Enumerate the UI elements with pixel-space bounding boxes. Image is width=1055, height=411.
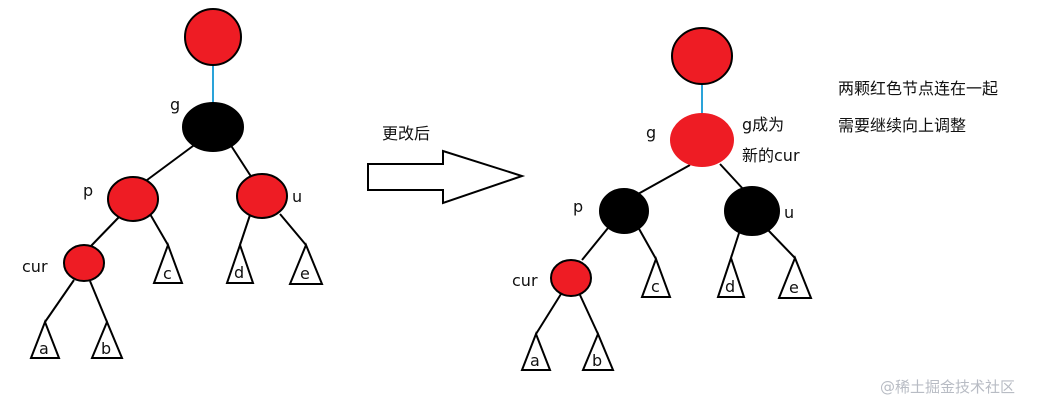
right-edge-g-p <box>637 164 691 195</box>
right-cur-node-red <box>550 259 592 297</box>
right-edge-cur-a <box>535 293 562 335</box>
left-cur-node-red <box>63 244 105 282</box>
left-label-u: u <box>292 187 302 206</box>
transform-arrow: 更改后 <box>367 124 526 205</box>
right-g-node-red <box>670 113 734 167</box>
left-label-d: d <box>234 263 244 282</box>
left-label-e: e <box>300 264 310 283</box>
right-label-cur: cur <box>512 271 538 290</box>
left-subtree-e-triangle <box>288 242 324 285</box>
right-label-g: g <box>646 123 656 142</box>
right-label-b: b <box>592 351 602 370</box>
left-edge-u-e <box>279 213 307 246</box>
note-line1: 两颗红色节点连在一起 <box>838 79 998 98</box>
left-label-g: g <box>170 95 180 114</box>
right-label-c: c <box>651 277 660 296</box>
right-u-node-black <box>724 186 780 236</box>
left-label-b: b <box>101 339 111 358</box>
left-root-node-red <box>184 8 242 66</box>
arrow-label: 更改后 <box>382 124 430 143</box>
left-g-node-black <box>182 102 244 152</box>
right-edge-cur-b <box>579 294 599 335</box>
right-root-node-red <box>671 27 733 85</box>
right-g-note-line1: g成为 <box>742 115 784 134</box>
right-p-node-black <box>599 188 649 234</box>
right-label-u: u <box>784 203 794 222</box>
right-subtree-a-triangle <box>520 331 552 371</box>
left-label-p: p <box>83 181 93 200</box>
left-edge-cur-b <box>89 280 108 323</box>
left-edge-cur-a <box>44 279 75 323</box>
left-edge-p-c <box>149 213 169 246</box>
right-label-a: a <box>530 351 540 370</box>
right-edge-p-cur <box>581 227 609 261</box>
left-label-a: a <box>39 339 49 358</box>
right-subtree-b-triangle <box>581 331 615 371</box>
right-label-d: d <box>725 277 735 296</box>
left-label-cur: cur <box>22 257 48 276</box>
left-subtree-c-triangle <box>152 242 184 284</box>
note-line2: 需要继续向上调整 <box>838 116 966 135</box>
right-label-p: p <box>573 197 583 216</box>
right-subtree-d-triangle <box>716 254 746 298</box>
right-edge-u-e <box>767 229 796 259</box>
left-tree: g p u cur c d e a b <box>22 8 324 359</box>
watermark: @稀土掘金技术社区 <box>880 378 1015 396</box>
left-edge-g-p <box>142 142 198 184</box>
left-p-node-red <box>107 176 159 222</box>
right-label-e: e <box>789 278 799 297</box>
right-edge-p-c <box>637 226 657 260</box>
left-edge-p-cur <box>89 215 121 248</box>
arrow-shape <box>367 149 526 205</box>
right-subtree-c-triangle <box>640 256 672 298</box>
right-edge-u-d <box>730 229 741 259</box>
left-subtree-a-triangle <box>29 319 61 359</box>
left-edge-g-u <box>229 143 253 179</box>
right-edge-g-u <box>719 163 745 191</box>
left-subtree-b-triangle <box>90 319 124 359</box>
right-g-note-line2: 新的cur <box>742 146 800 165</box>
left-subtree-d-triangle <box>225 241 255 284</box>
left-u-node-red <box>236 173 288 219</box>
left-edge-u-d <box>239 214 251 246</box>
left-label-c: c <box>163 264 172 283</box>
right-subtree-e-triangle <box>777 255 813 299</box>
right-tree: g g成为 新的cur p u cur c d e a b <box>512 27 813 371</box>
